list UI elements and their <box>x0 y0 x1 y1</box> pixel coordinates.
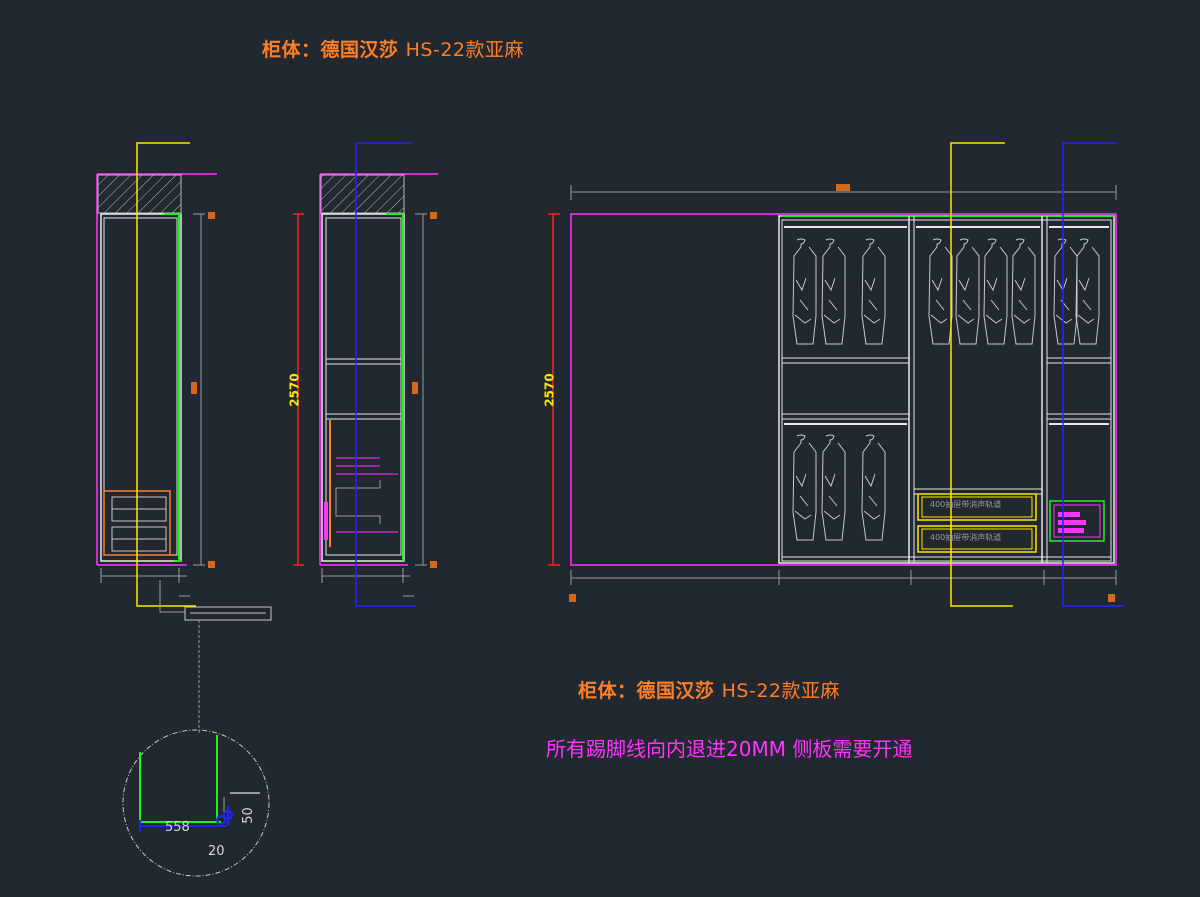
detail-height-dimension: 50 <box>240 807 256 824</box>
height-dimension-front: 2570 <box>542 373 557 407</box>
height-dimension-side: 2570 <box>287 373 302 407</box>
title-bottom-label: 柜体：德国汉莎 <box>578 680 715 702</box>
detail-width-dimension: 558 <box>165 820 190 835</box>
drawer-label-upper: 400抽屉带消声轨道 <box>930 500 1002 509</box>
detail-circle <box>122 729 270 877</box>
detail-gap-dimension: 20 <box>208 844 225 859</box>
drawer-label-lower: 400抽屉带消声轨道 <box>930 533 1002 542</box>
construction-note: 所有踢脚线向内退进20MM 侧板需要开通 <box>546 737 913 761</box>
title-bottom-model: HS-22款亚麻 <box>721 680 841 702</box>
drawing-title-top: 柜体：德国汉莎 HS-22款亚麻 <box>262 35 524 62</box>
title-top-model: HS-22款亚麻 <box>405 39 525 61</box>
drawing-title-bottom: 柜体：德国汉莎 HS-22款亚麻 <box>578 676 840 703</box>
side-section-2 <box>293 142 438 607</box>
front-elevation <box>548 142 1123 607</box>
side-section-1 <box>96 142 272 734</box>
title-top-label: 柜体：德国汉莎 <box>262 39 399 61</box>
